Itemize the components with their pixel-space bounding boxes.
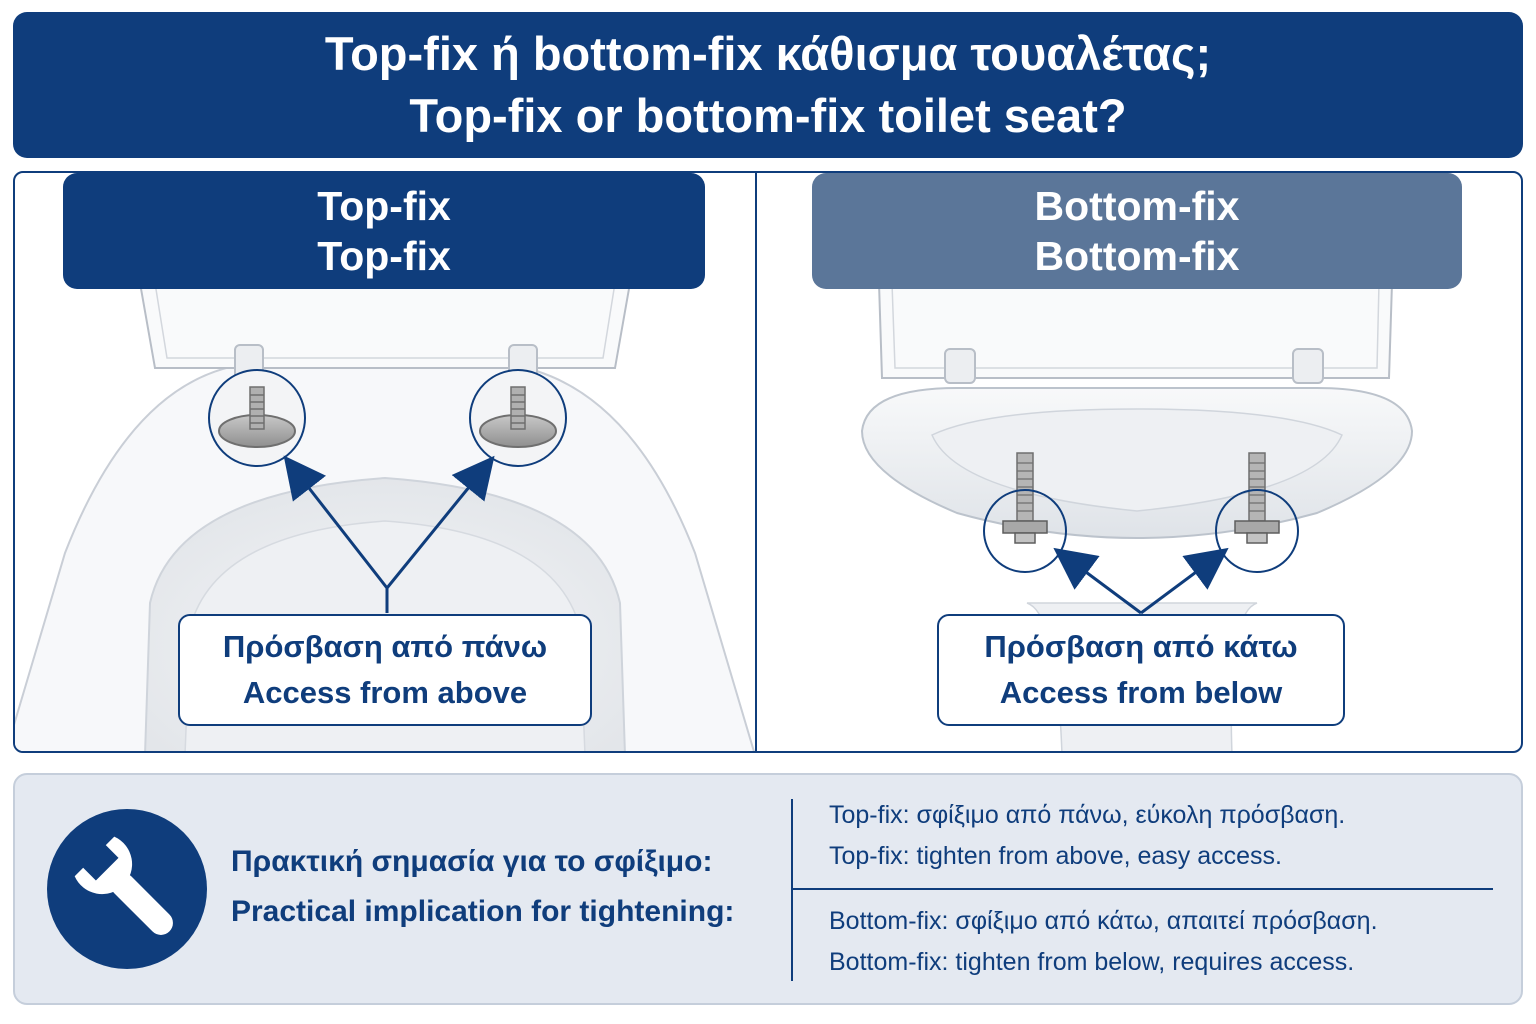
tightening-implication-box: Πρακτική σημασία για το σφίξιμο: Practic… [13,773,1523,1005]
wrench-icon [47,809,207,969]
bottom-fix-callout-greek: Πρόσβαση από κάτω [984,629,1298,664]
bottom-fix-header: Bottom-fix Bottom-fix [812,173,1462,289]
top-fix-note-greek: Top-fix: σφίξιμο από πάνω, εύκολη πρόσβα… [829,801,1346,829]
bottom-fix-note: Bottom-fix: σφίξιμο από κάτω, απαιτεί πρ… [829,901,1509,983]
bottom-fix-panel: Bottom-fix Bottom-fix Πρόσβαση από κάτω … [755,171,1523,753]
bottom-fix-header-greek: Bottom-fix [1034,183,1240,229]
title-english: Top-fix or bottom-fix toilet seat? [409,89,1127,142]
implication-label-greek: Πρακτική σημασία για το σφίξιμο: [231,845,713,878]
vertical-divider [791,799,793,981]
bottom-fix-access-callout: Πρόσβαση από κάτω Access from below [937,614,1345,726]
top-fix-header-english: Top-fix [317,233,451,279]
top-fix-callout-greek: Πρόσβαση από πάνω [222,629,548,664]
title-greek: Top-fix ή bottom-fix κάθισμα τουαλέτας; [324,27,1212,80]
bottom-fix-note-english: Bottom-fix: tighten from below, requires… [829,948,1355,976]
bottom-fix-callout-english: Access from below [999,675,1283,710]
top-fix-callout-english: Access from above [242,675,528,710]
horizontal-divider [793,888,1493,890]
top-fix-panel: Top-fix Top-fix Πρόσβαση από πάνω Access… [13,171,757,753]
top-fix-note: Top-fix: σφίξιμο από πάνω, εύκολη πρόσβα… [829,795,1509,877]
title-banner: Top-fix ή bottom-fix κάθισμα τουαλέτας; … [13,12,1523,158]
top-fix-header: Top-fix Top-fix [63,173,705,289]
top-fix-note-english: Top-fix: tighten from above, easy access… [829,842,1282,870]
top-fix-access-callout: Πρόσβαση από πάνω Access from above [178,614,592,726]
top-fix-header-greek: Top-fix [317,183,451,229]
bottom-fix-toilet-illustration [860,282,1414,751]
bottom-fix-note-greek: Bottom-fix: σφίξιμο από κάτω, απαιτεί πρ… [829,907,1378,935]
bottom-fix-header-english: Bottom-fix [1034,233,1240,279]
implication-label-english: Practical implication for tightening: [231,895,735,928]
implication-label: Πρακτική σημασία για το σφίξιμο: Practic… [231,837,791,937]
